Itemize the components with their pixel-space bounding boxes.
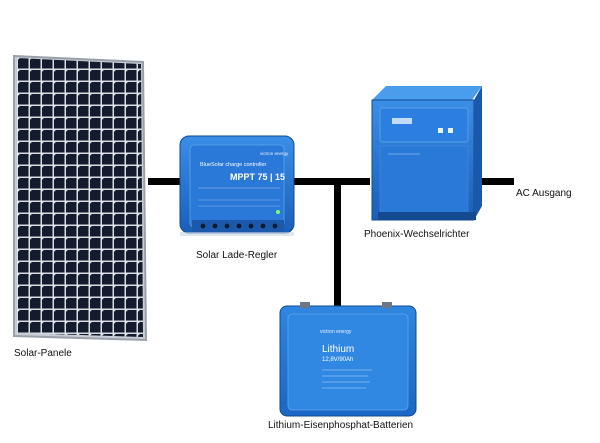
controller-brand: victron energy <box>260 151 289 156</box>
solar-panel-label: Solar-Panele <box>14 348 72 359</box>
battery-spec: 12,8V/90Ah <box>322 357 353 363</box>
wiring <box>148 178 514 314</box>
phoenix-inverter <box>371 86 482 221</box>
controller-model: MPPT 75 | 15 <box>230 172 285 182</box>
charge-controller: victron energy BlueSolar charge controll… <box>179 135 295 236</box>
battery-brand: victron energy <box>320 329 352 335</box>
battery-label: Lithium-Eisenphosphat-Batterien <box>268 420 414 431</box>
wire-controller-inverter <box>294 178 370 185</box>
ac-output-label: AC Ausgang <box>516 188 572 199</box>
wire-panel-controller <box>148 178 180 185</box>
controller-series: BlueSolar charge controller <box>200 162 267 168</box>
wire-to-battery <box>334 178 341 314</box>
battery-type: Lithium <box>322 344 354 355</box>
wire-inverter-ac <box>474 178 514 185</box>
lithium-battery: victron energy Lithium 12,8V/90Ah <box>279 302 417 417</box>
inverter-label: Phoenix-Wechselrichter <box>364 229 470 240</box>
charge-controller-label: Solar Lade-Regler <box>196 250 278 261</box>
solar-panel <box>13 54 148 342</box>
